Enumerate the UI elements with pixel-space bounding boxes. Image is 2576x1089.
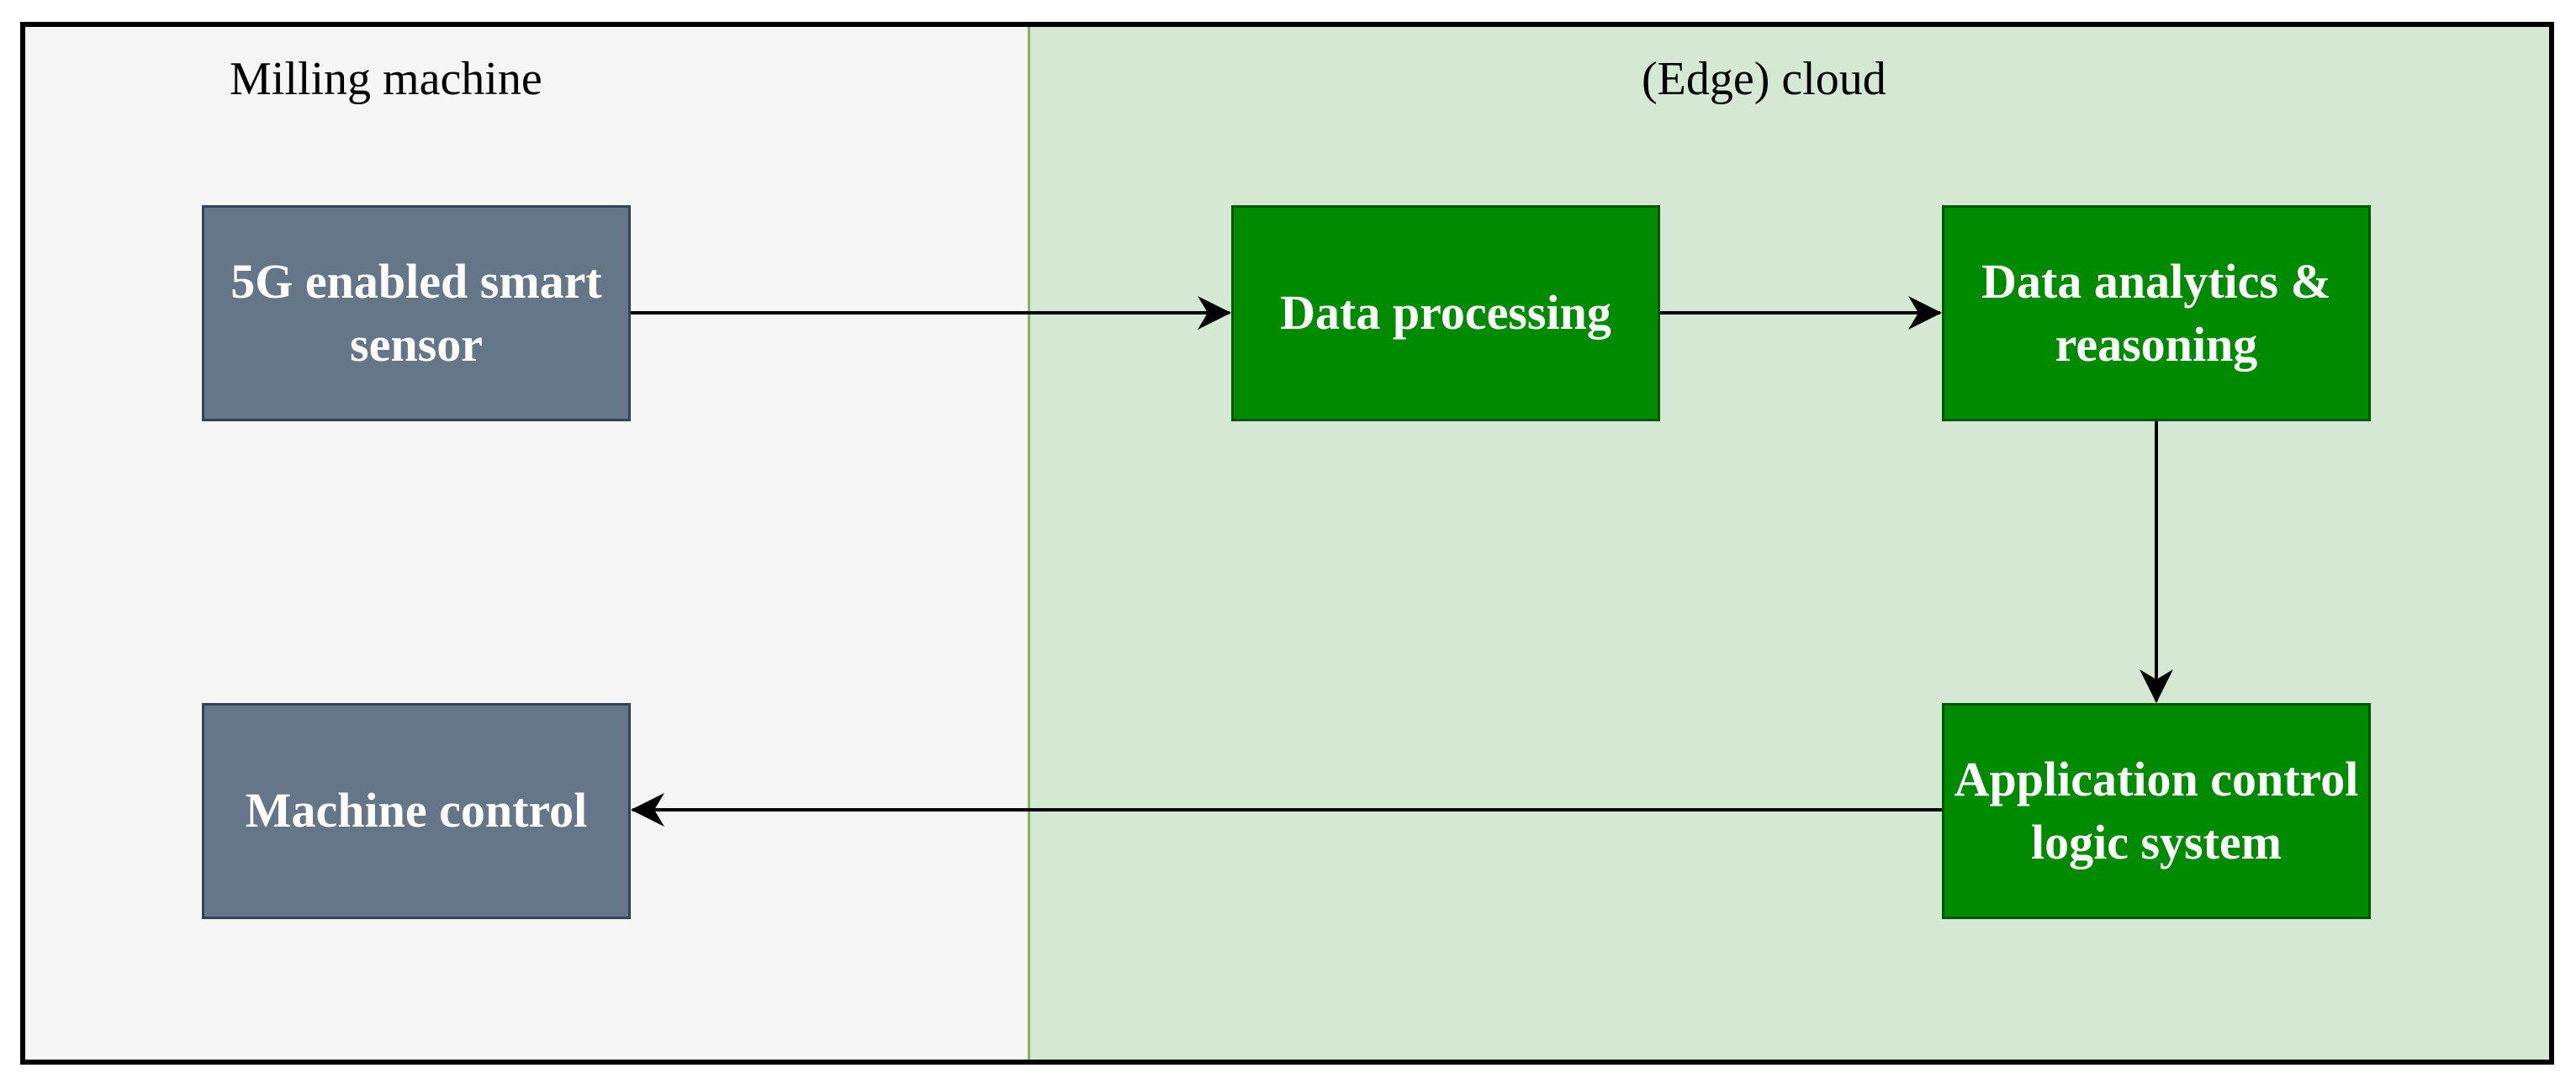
node-machine-control: Machine control xyxy=(202,703,631,919)
node-data-analytics-label: Data analytics & reasoning xyxy=(1981,254,2331,372)
node-machine-control-label: Machine control xyxy=(245,783,588,838)
node-application-control: Application control logic system xyxy=(1942,703,2371,919)
edge-cloud-label: (Edge) cloud xyxy=(1642,53,1886,105)
node-smart-sensor-label: 5G enabled smart sensor xyxy=(230,254,602,372)
node-data-analytics: Data analytics & reasoning xyxy=(1942,205,2371,421)
node-data-processing-label: Data processing xyxy=(1280,285,1611,341)
node-data-processing: Data processing xyxy=(1231,205,1660,421)
milling-machine-label: Milling machine xyxy=(230,53,542,105)
node-application-control-label: Application control logic system xyxy=(1954,752,2359,870)
node-smart-sensor: 5G enabled smart sensor xyxy=(202,205,631,421)
